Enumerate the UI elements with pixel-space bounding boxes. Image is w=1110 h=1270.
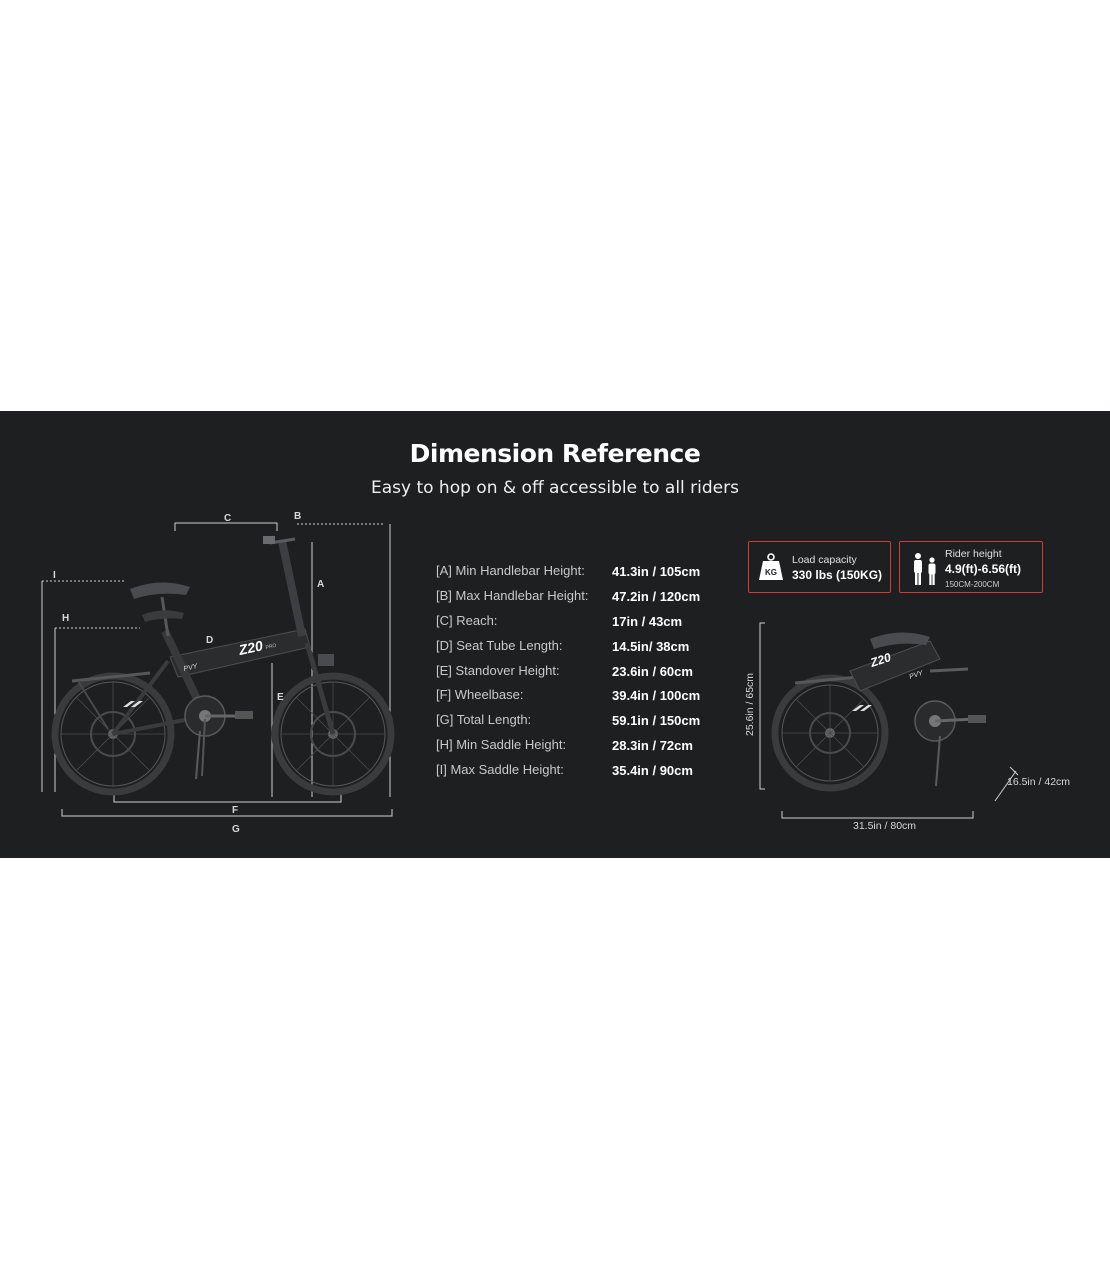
spec-value: 17in / 43cm — [612, 613, 683, 629]
frame-brand-text: PVY — [183, 663, 199, 673]
bike-model-suffix-text: PRO — [265, 643, 277, 651]
label-a: A — [317, 579, 324, 590]
spec-label: [C] Reach: — [436, 612, 498, 628]
bike-model-text: Z20 — [236, 637, 264, 658]
load-capacity-value: 330 lbs (150KG) — [792, 568, 883, 582]
dimension-banner: Dimension Reference Easy to hop on & off… — [0, 411, 1110, 858]
banner-title: Dimension Reference — [409, 439, 701, 468]
spec-row: [H] Min Saddle Height: 28.3in / 72cm — [436, 735, 736, 760]
weight-icon: KG — [759, 553, 783, 580]
banner-subtitle: Easy to hop on & off accessible to all r… — [370, 478, 739, 498]
label-b: B — [294, 511, 301, 522]
spec-value: 14.5in/ 38cm — [612, 638, 690, 654]
rider-height-badge: Rider height 4.9(ft)-6.56(ft) 150CM-200C… — [899, 541, 1043, 593]
spec-value: 41.3in / 105cm — [612, 564, 701, 579]
unfolded-bike-diagram: Z20 PRO PVY C B A I H D E F G — [41, 511, 395, 835]
bike-folded-view: Z20 PVY — [771, 632, 986, 792]
folded-bike-diagram: Z20 PVY 25.6in / 65cm 31.5in / 80cm 16.5… — [744, 622, 1070, 832]
spec-label: [H] Min Saddle Height: — [436, 737, 567, 753]
rider-height-sub: 150CM-200CM — [945, 580, 1000, 589]
spec-value: 47.2in / 120cm — [612, 588, 701, 604]
spec-label: [E] Standover Height: — [436, 662, 560, 678]
spec-row: [I] Max Saddle Height: 35.4in / 90cm — [436, 760, 736, 785]
load-capacity-badge: KG Load capacity 330 lbs (150KG) — [748, 541, 891, 593]
spec-label: [B] Max Handlebar Height: — [436, 587, 589, 603]
folded-model-text: Z20 — [868, 650, 893, 670]
bike-side-view: Z20 PRO PVY — [51, 536, 395, 796]
label-f: F — [232, 805, 238, 816]
spec-label: [D] Seat Tube Length: — [436, 637, 563, 653]
spec-value: 35.4in / 90cm — [612, 763, 693, 779]
spec-value: 23.6in / 60cm — [612, 663, 693, 679]
weight-icon-text: KG — [765, 568, 777, 577]
spec-value: 39.4in / 100cm — [612, 688, 701, 704]
label-i: I — [53, 570, 56, 581]
spec-row: [C] Reach: 17in / 43cm — [436, 611, 736, 636]
label-g: G — [232, 824, 240, 835]
rider-height-value: 4.9(ft)-6.56(ft) — [945, 562, 1022, 576]
spec-row: [E] Standover Height: 23.6in / 60cm — [436, 661, 736, 686]
spec-label: [F] Wheelbase: — [436, 687, 524, 703]
folded-brand-text: PVY — [908, 670, 925, 681]
spec-row: [F] Wheelbase: 39.4in / 100cm — [436, 685, 736, 710]
spec-value: 28.3in / 72cm — [612, 738, 693, 754]
label-e: E — [277, 692, 284, 703]
spec-row: [G] Total Length: 59.1in / 150cm — [436, 710, 736, 735]
load-capacity-label: Load capacity — [792, 554, 857, 566]
spec-row: [A] Min Handlebar Height: 41.3in / 105cm — [436, 561, 736, 586]
label-d: D — [206, 635, 213, 646]
folded-depth-label: 16.5in / 42cm — [1007, 776, 1070, 788]
rider-height-label: Rider height — [945, 548, 1002, 560]
spec-value: 59.1in / 150cm — [612, 713, 701, 729]
spec-row: [B] Max Handlebar Height: 47.2in / 120cm — [436, 586, 736, 611]
people-icon — [914, 553, 936, 585]
label-c: C — [224, 513, 231, 524]
spec-list: [A] Min Handlebar Height: 41.3in / 105cm… — [436, 561, 736, 785]
label-h: H — [62, 613, 69, 624]
spec-label: [G] Total Length: — [436, 712, 532, 728]
spec-label: [A] Min Handlebar Height: — [436, 563, 585, 578]
folded-height-label: 25.6in / 65cm — [744, 673, 756, 736]
spec-row: [D] Seat Tube Length: 14.5in/ 38cm — [436, 636, 736, 661]
spec-label: [I] Max Saddle Height: — [436, 762, 564, 778]
folded-width-label: 31.5in / 80cm — [853, 820, 916, 832]
